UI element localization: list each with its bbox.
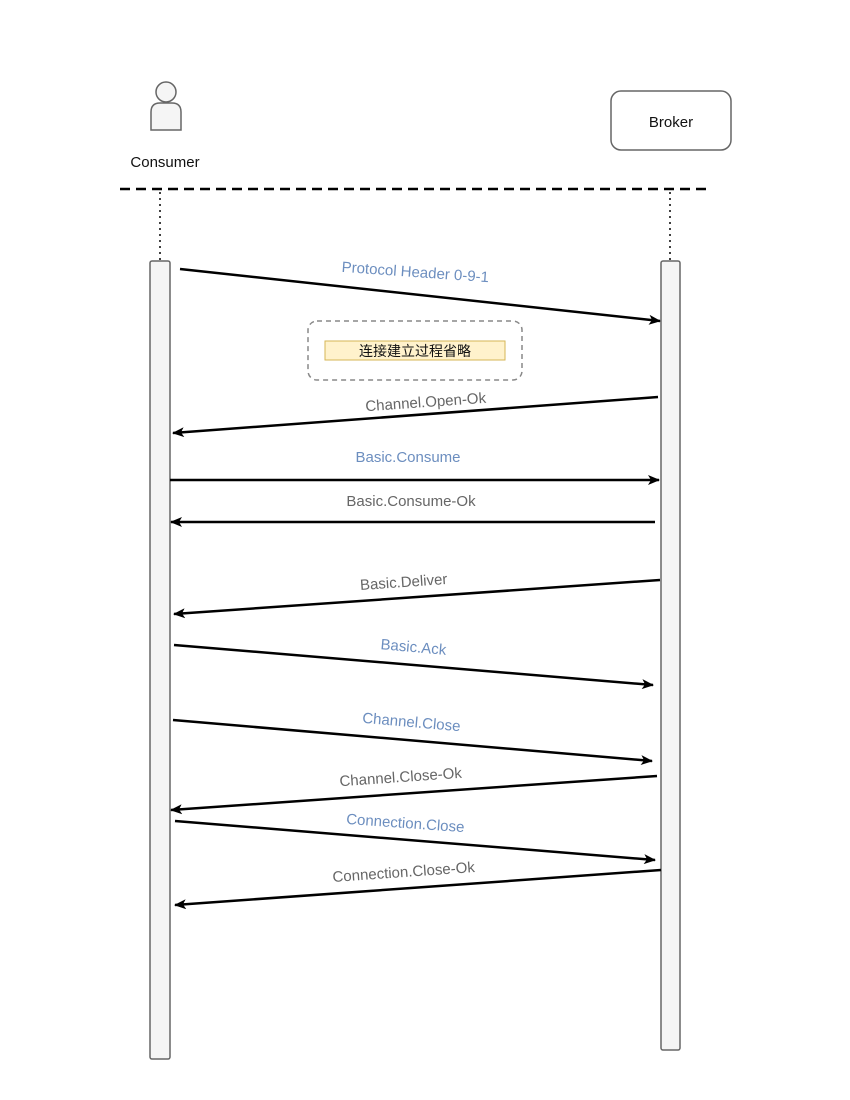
consumer-label: Consumer [130, 154, 199, 171]
message-arrow [179, 267, 661, 325]
message-basic-consume-ok: Basic.Consume-Ok [170, 493, 655, 527]
message-arrow [173, 578, 661, 619]
broker-label: Broker [649, 114, 693, 131]
note-box [324, 340, 506, 361]
consumer-activation-bar [149, 260, 171, 1060]
message-channel-open-ok: Channel.Open-Ok [172, 390, 659, 438]
message-connection-close-ok: Connection.Close-Ok [174, 859, 662, 910]
message-basic-ack: Basic.Ack [173, 636, 654, 690]
message-label: Basic.Deliver [359, 571, 448, 594]
message-channel-close-ok: Channel.Close-Ok [170, 765, 658, 815]
message-label: Connection.Close-Ok [332, 859, 476, 886]
message-label: Channel.Close [362, 710, 462, 736]
message-arrow [172, 395, 659, 438]
message-label: Basic.Ack [380, 636, 448, 659]
message-label: Protocol Header 0-9-1 [341, 259, 489, 286]
message-arrow [174, 819, 656, 865]
message-channel-close: Channel.Close [172, 710, 653, 766]
message-connection-close: Connection.Close [174, 811, 656, 865]
note-text: 连接建立过程省略 [359, 343, 471, 360]
message-arrow [172, 718, 653, 766]
message-label: Channel.Close-Ok [339, 765, 463, 791]
message-arrow [170, 774, 658, 815]
message-arrow [173, 643, 654, 690]
message-label: Connection.Close [346, 811, 465, 836]
message-basic-deliver: Basic.Deliver [173, 571, 661, 619]
broker-activation-bar [660, 260, 681, 1051]
message-arrow [174, 868, 662, 910]
message-label: Basic.Consume [355, 449, 460, 466]
message-basic-consume: Basic.Consume [170, 449, 660, 485]
message-label: Basic.Consume-Ok [346, 493, 476, 510]
message-protocol-header: Protocol Header 0-9-1 [179, 259, 661, 325]
broker-box [610, 90, 732, 151]
consumer-actor-icon [150, 81, 182, 131]
